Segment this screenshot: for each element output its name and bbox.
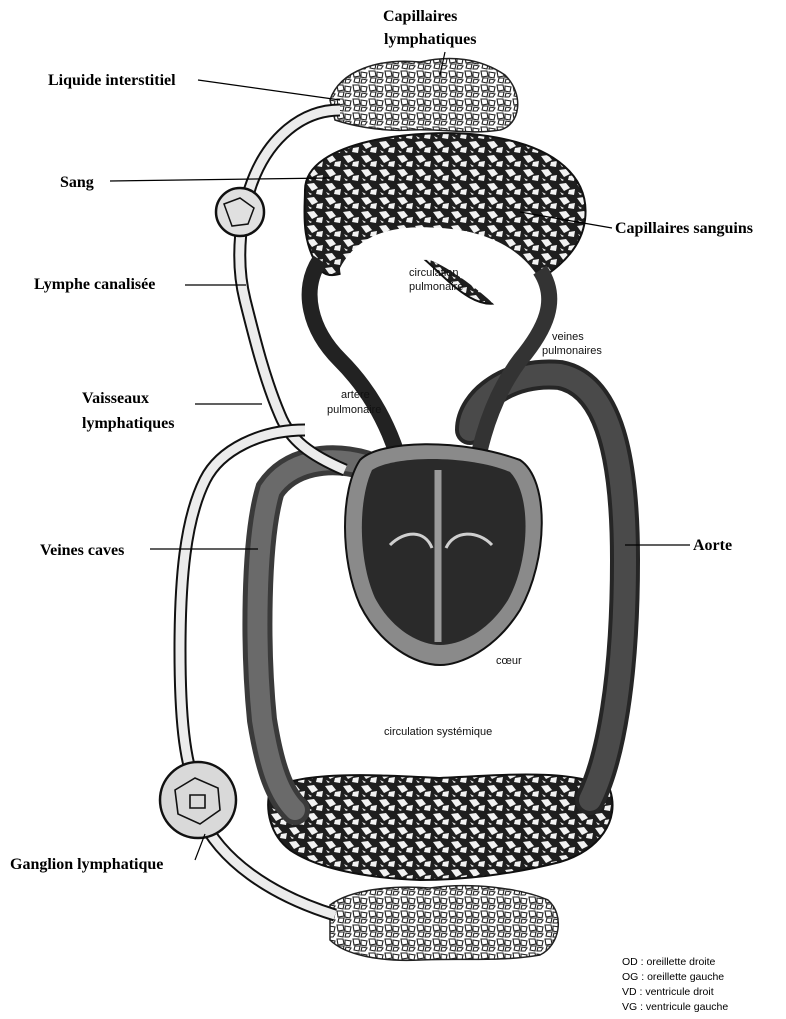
label-capillaires-sanguins: Capillaires sanguins (615, 220, 753, 237)
legend-item-og: OG : oreillette gauche (622, 971, 724, 983)
label-veines-caves: Veines caves (40, 542, 124, 559)
label-liquide-interstitiel: Liquide interstitiel (48, 72, 176, 89)
legend: OD : oreillette droite OG : oreillette g… (622, 956, 728, 1013)
systemic-capillary-bed (268, 775, 612, 880)
lymphatic-capillaries-bottom (330, 886, 558, 961)
label-ganglion-lymphatique: Ganglion lymphatique (10, 856, 163, 873)
lymph-node-ganglion (160, 762, 236, 838)
heart (345, 444, 542, 665)
legend-item-vd: VD : ventricule droit (622, 986, 714, 998)
label-veines-pulmonaires-2: pulmonaires (542, 345, 602, 357)
label-vaisseaux-lymphatiques-2: lymphatiques (82, 415, 174, 432)
lymphatic-capillaries-top (330, 58, 518, 131)
label-artere-pulmonaire-2: pulmonaire (327, 404, 381, 416)
label-veines-pulmonaires-1: veines (552, 331, 584, 343)
legend-item-vg: VG : ventricule gauche (622, 1001, 728, 1013)
label-aorte: Aorte (693, 537, 732, 554)
label-coeur: cœur (496, 655, 522, 667)
label-capillaires-lymphatiques-1: Capillaires (383, 8, 457, 25)
label-lymphe-canalisee: Lymphe canalisée (34, 276, 155, 293)
label-vaisseaux-lymphatiques-1: Vaisseaux (82, 390, 149, 407)
label-capillaires-lymphatiques-2: lymphatiques (384, 31, 476, 48)
label-sang: Sang (60, 174, 94, 191)
label-circulation-pulmonaire-2: pulmonaire (409, 281, 463, 293)
label-circulation-pulmonaire-1: circulation (409, 267, 459, 279)
legend-item-od: OD : oreillette droite (622, 956, 716, 968)
label-artere-pulmonaire-1: artère (341, 389, 370, 401)
lymph-node-upper (216, 188, 264, 236)
label-circulation-systemique: circulation systémique (384, 726, 492, 738)
